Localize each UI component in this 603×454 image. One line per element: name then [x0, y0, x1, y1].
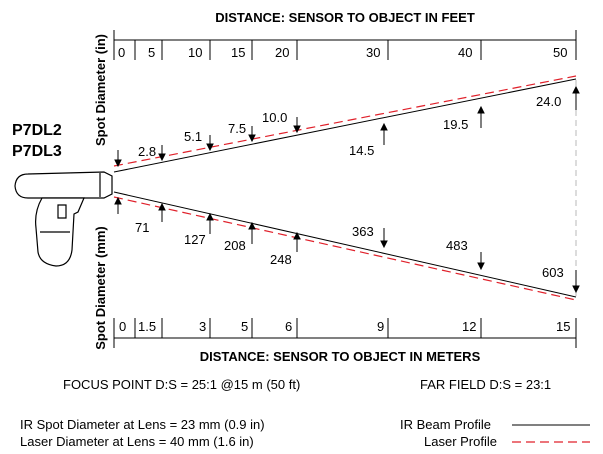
laser-upper-line	[113, 75, 577, 167]
meters-tick-label: 12	[462, 319, 476, 334]
feet-tick-label: 20	[275, 45, 289, 60]
legend: IR Beam Profile Laser Profile	[400, 417, 590, 449]
ir-beam-lower-line	[113, 191, 577, 298]
spot-in-label: 7.5	[228, 121, 246, 136]
ir-beam-profile	[113, 78, 577, 298]
meters-tick-label: 15	[556, 319, 570, 334]
spot-mm-label: 363	[352, 224, 374, 239]
feet-tick-label: 10	[188, 45, 202, 60]
laser-lower-line	[113, 196, 577, 301]
focus-point-text: FOCUS POINT D:S = 25:1 @15 m (50 ft)	[63, 377, 300, 392]
legend-laser-label: Laser Profile	[424, 434, 497, 449]
meters-tick-label: 9	[377, 319, 384, 334]
legend-ir-label: IR Beam Profile	[400, 417, 491, 432]
ylabel-inches: Spot Diameter (in)	[93, 34, 108, 146]
meters-tick-label: 6	[285, 319, 292, 334]
spot-mm-label: 248	[270, 252, 292, 267]
laser-profile	[113, 75, 577, 301]
model-label-2: P7DL3	[12, 143, 62, 160]
spot-mm-label: 603	[542, 265, 564, 280]
ir-lens-diameter-text: IR Spot Diameter at Lens = 23 mm (0.9 in…	[20, 417, 265, 432]
laser-lens-diameter-text: Laser Diameter at Lens = 40 mm (1.6 in)	[20, 434, 254, 449]
meters-tick-label: 1.5	[138, 319, 156, 334]
spot-in-label: 19.5	[443, 117, 468, 132]
meters-tick-label: 3	[199, 319, 206, 334]
spot-in-label: 14.5	[349, 143, 374, 158]
title-feet: DISTANCE: SENSOR TO OBJECT IN FEET	[215, 10, 475, 25]
meters-axis: 0 1.5 3 5 6 9 12 15	[113, 318, 577, 348]
feet-tick-label: 0	[118, 45, 125, 60]
feet-tick-label: 30	[366, 45, 380, 60]
spot-in-arrows	[114, 85, 580, 168]
feet-tick-label: 50	[553, 45, 567, 60]
spot-mm-label: 71	[135, 220, 149, 235]
model-label-1: P7DL2	[12, 122, 62, 139]
feet-tick-label: 15	[231, 45, 245, 60]
meters-tick-label: 5	[241, 319, 248, 334]
meters-tick-label: 0	[119, 319, 126, 334]
spot-mm-label: 127	[184, 232, 206, 247]
spot-mm-label: 483	[446, 238, 468, 253]
ylabel-mm: Spot Diameter (mm)	[93, 226, 108, 350]
spot-in-label: 24.0	[536, 94, 561, 109]
far-field-text: FAR FIELD D:S = 23:1	[420, 377, 551, 392]
title-meters: DISTANCE: SENSOR TO OBJECT IN METERS	[200, 349, 481, 364]
spot-in-label: 10.0	[262, 110, 287, 125]
feet-tick-label: 40	[458, 45, 472, 60]
spot-mm-arrows	[114, 196, 580, 294]
spot-in-label: 2.8	[138, 144, 156, 159]
spot-mm-label: 208	[224, 238, 246, 253]
feet-tick-label: 5	[148, 45, 155, 60]
ir-beam-upper-line	[113, 78, 577, 173]
feet-axis: 0 5 10 15 20 30 40 50	[113, 30, 577, 60]
sensor-gun-icon	[14, 171, 113, 267]
spot-in-label: 5.1	[184, 129, 202, 144]
